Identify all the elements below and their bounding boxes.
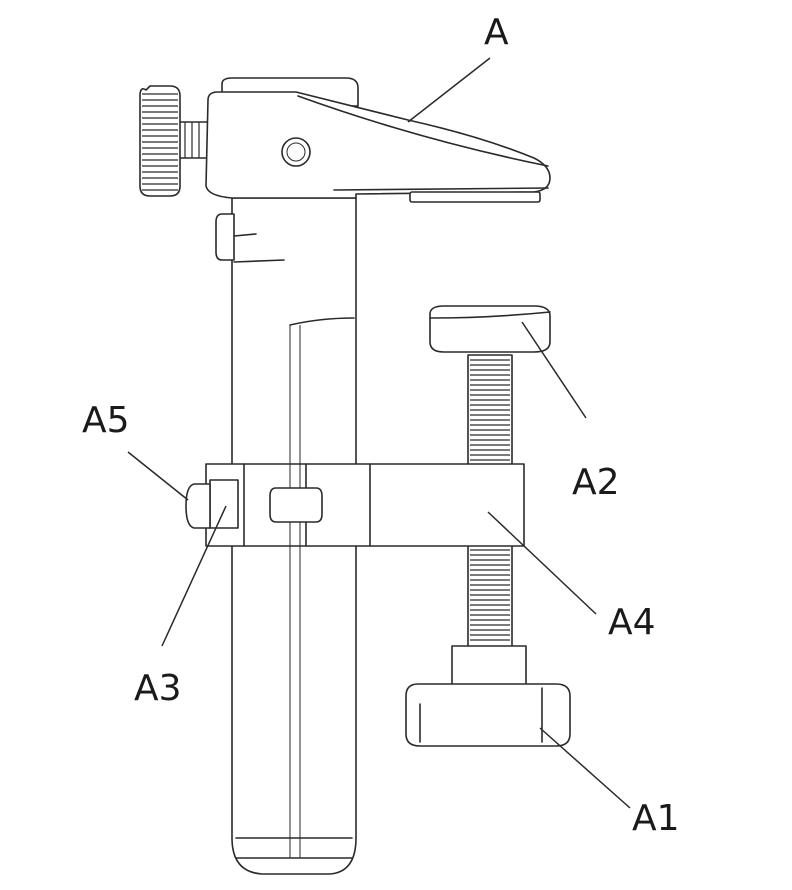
clamp-block-a4 <box>185 463 525 547</box>
label-a1: A1 <box>632 798 680 839</box>
label-a: A <box>484 12 509 53</box>
head-a <box>139 77 551 203</box>
leader-a3 <box>161 505 227 647</box>
leader-a5 <box>127 451 189 501</box>
leader-a1 <box>539 727 631 809</box>
leader-lines <box>127 57 631 809</box>
leader-a4 <box>487 511 597 615</box>
lower-screw <box>467 544 513 648</box>
upper-screw <box>467 354 513 468</box>
label-a2: A2 <box>572 462 620 503</box>
label-a3: A3 <box>134 668 182 709</box>
top-pad-a2 <box>429 305 551 353</box>
label-a4: A4 <box>608 602 656 643</box>
label-a5: A5 <box>82 400 130 441</box>
leader-a2 <box>521 321 587 419</box>
side-button <box>215 213 235 261</box>
leader-a <box>407 57 491 123</box>
bottom-knob-a1 <box>405 645 571 747</box>
